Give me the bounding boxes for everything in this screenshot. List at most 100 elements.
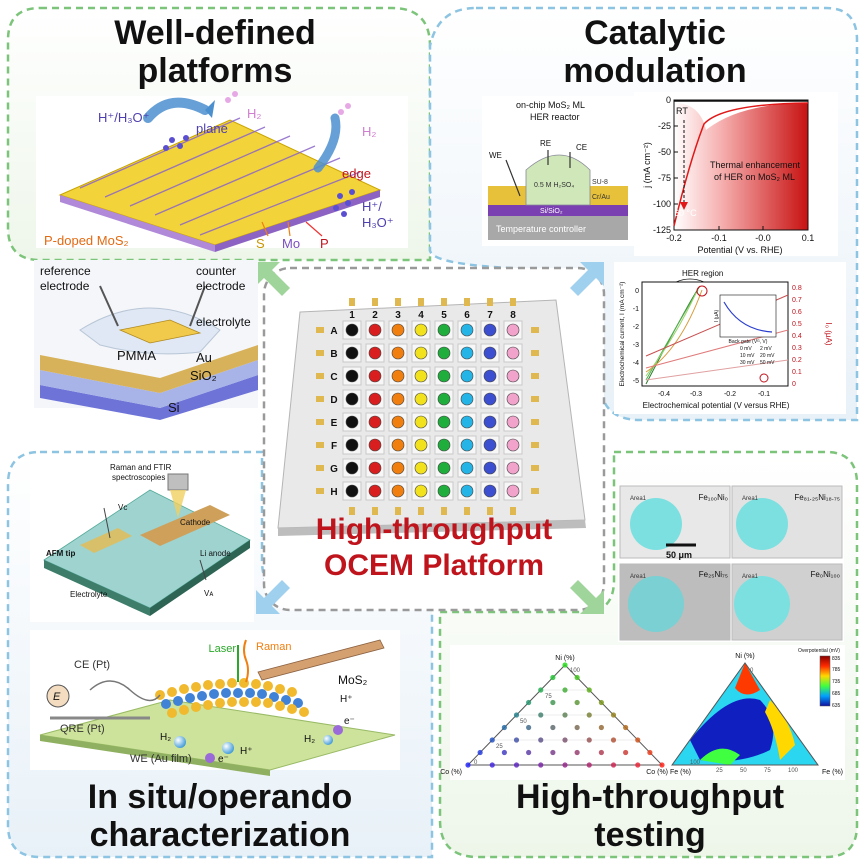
ternary-composition-dot	[526, 724, 532, 731]
chip-well	[483, 369, 497, 383]
chip-pad	[531, 350, 539, 356]
raman-e-minus-b: e⁻	[218, 754, 229, 765]
chip-pad	[316, 419, 324, 425]
ternary-composition-dot	[477, 749, 483, 756]
chip-well	[460, 392, 474, 406]
chip-well	[506, 415, 520, 429]
chip-pad	[316, 327, 324, 333]
chip-row-label: E	[331, 418, 338, 429]
chip-well	[483, 484, 497, 498]
chip-pad	[316, 442, 324, 448]
raman-laser: Laser	[208, 643, 236, 655]
ternary-tick: 25	[716, 768, 723, 774]
chip-well	[391, 415, 405, 429]
ternary-tick: 100	[690, 760, 701, 766]
chip-well	[414, 415, 428, 429]
chip-pad	[316, 373, 324, 379]
chip-pad	[531, 327, 539, 333]
raman-we: WE (Au film)	[130, 753, 192, 765]
chip-well	[437, 484, 451, 498]
chip-pad	[372, 507, 378, 515]
chip-well	[368, 461, 382, 475]
raman-raman: Raman	[256, 641, 291, 653]
chip-pad	[531, 488, 539, 494]
raman-panel	[30, 630, 400, 776]
device-counter2: electrode	[196, 279, 246, 293]
chip-row-label: G	[330, 464, 338, 475]
svg-text:0.6: 0.6	[792, 309, 802, 316]
chip-well	[345, 484, 359, 498]
chip-well	[460, 415, 474, 429]
chip-row-label: B	[330, 349, 337, 360]
ternary-composition-dot	[550, 699, 556, 706]
raman-ce: CE (Pt)	[74, 659, 110, 671]
colorbar-title: Overpotential (mV)	[798, 648, 840, 654]
chip-well	[460, 346, 474, 360]
svg-text:0.2: 0.2	[792, 357, 802, 364]
title-catalytic: Catalytic modulation	[500, 14, 810, 90]
chip-pad	[531, 373, 539, 379]
chip-well	[414, 438, 428, 452]
ternary-panels	[450, 645, 845, 780]
chip-well	[414, 461, 428, 475]
svg-text:0.1: 0.1	[802, 233, 815, 243]
chip-well	[460, 484, 474, 498]
ternary-composition-dot	[489, 737, 495, 743]
her-legend-item: 10 mV	[740, 353, 755, 359]
her-ylabel: Electrochemical current, I (mA cm⁻²)	[619, 282, 626, 387]
title-well-defined: Well-defined platforms	[60, 14, 370, 90]
ternary-composition-dot	[610, 737, 617, 743]
chip-well	[391, 461, 405, 475]
ternary1-left: Co (%)	[440, 769, 462, 776]
chip-pad	[418, 507, 424, 515]
chip-pad	[372, 298, 378, 306]
svg-text:0: 0	[635, 288, 639, 295]
svg-text:-0.2: -0.2	[666, 233, 682, 243]
afm-raman2: spectroscopies	[112, 473, 165, 482]
svg-text:-0.0: -0.0	[755, 233, 771, 243]
micrographs	[618, 484, 844, 642]
mos2-lattice-panel	[36, 91, 408, 252]
chip-column-label: 5	[441, 310, 447, 321]
chip-pad	[464, 507, 470, 515]
center-title-line: OCEM Platform	[323, 549, 545, 582]
center-title: High-throughput OCEM Platform	[270, 512, 598, 584]
ternary-composition-dot	[586, 737, 592, 743]
afm-panel	[30, 460, 254, 622]
ternary-composition-dot	[635, 762, 641, 768]
chip-well	[391, 346, 405, 360]
chip-pad	[464, 298, 470, 306]
raman-h2-b: H₂	[304, 734, 315, 745]
ternary-composition-dot	[610, 762, 617, 768]
arrow-top-right	[570, 262, 604, 296]
reactor-controller: Temperature controller	[496, 224, 586, 234]
chip-pad	[531, 419, 539, 425]
afm-raman: Raman and FTIR	[110, 463, 172, 472]
afm-li: Li anode	[200, 549, 231, 558]
micrograph-area: Area1	[630, 496, 647, 502]
mos2-plane-label: plane	[196, 121, 228, 136]
ternary-composition-dot	[586, 712, 592, 718]
ternary-composition-dot	[550, 724, 556, 731]
chip-well	[437, 392, 451, 406]
afm-electrolyte: Electrolyte	[70, 590, 108, 599]
device-electrolyte: electrolyte	[196, 315, 251, 329]
device-au: Au	[196, 350, 212, 365]
raman-e: E	[53, 691, 61, 703]
chip-well	[506, 346, 520, 360]
micrograph-label-4: Fe₀Ni₁₀₀	[810, 570, 840, 579]
reactor-crau: Cr/Au	[592, 194, 610, 201]
reactor-re: RE	[540, 139, 551, 148]
title-line: modulation	[563, 52, 747, 90]
chip-well	[345, 461, 359, 475]
chip-row-label: H	[330, 487, 337, 498]
chip-well	[437, 346, 451, 360]
chip-well	[368, 438, 382, 452]
chip-column-label: 1	[349, 310, 355, 321]
chip-row-label: F	[331, 441, 337, 452]
chip-well	[483, 415, 497, 429]
thermal-note2: of HER on MoS₂ ML	[714, 172, 795, 182]
device-counter: counter	[196, 264, 236, 278]
title-in-situ: In situ/operando characterization	[30, 778, 410, 854]
